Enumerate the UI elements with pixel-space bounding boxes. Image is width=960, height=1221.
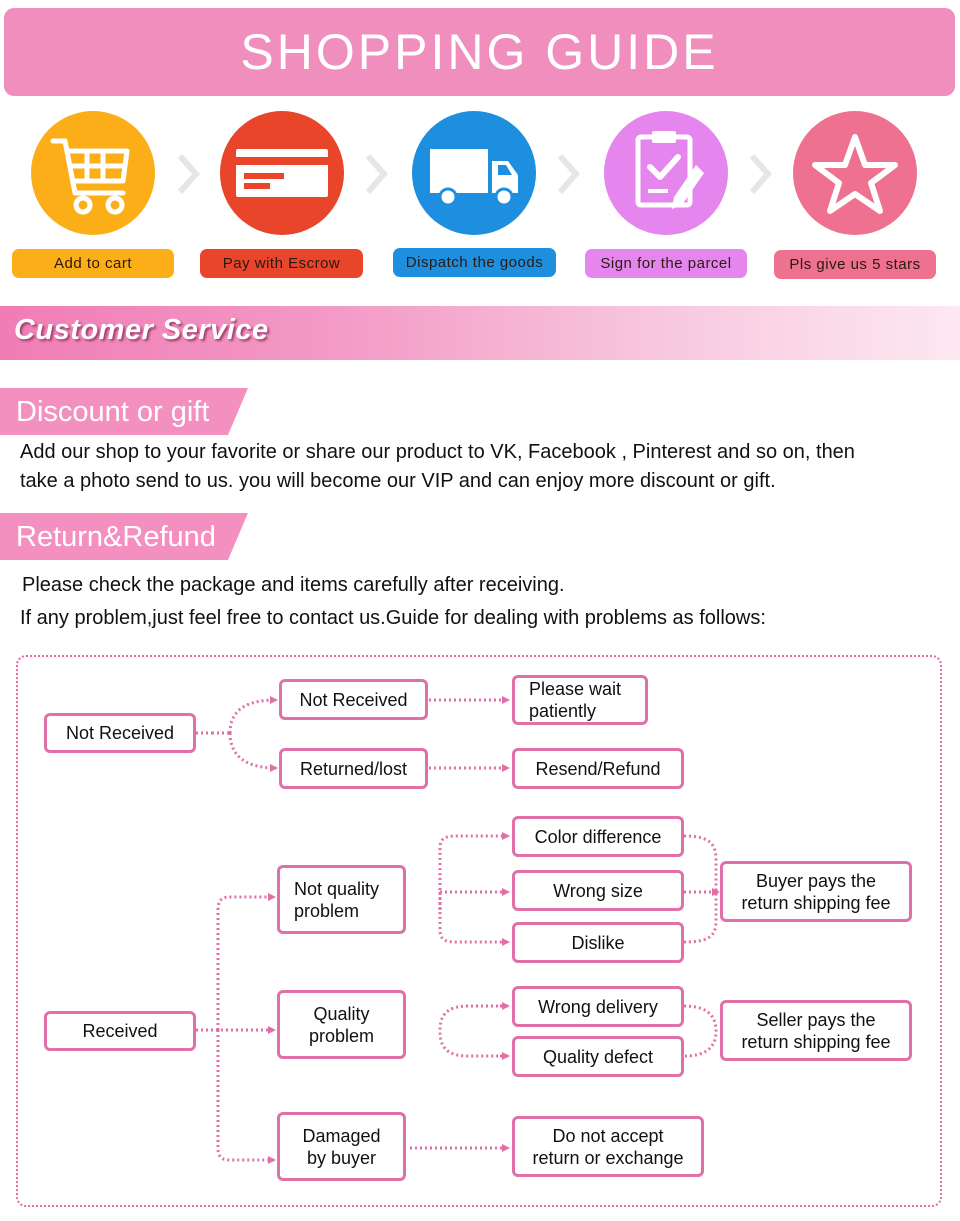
quality-line-1: Quality — [313, 1003, 370, 1024]
step-dispatch-goods — [412, 111, 536, 235]
damaged-line-1: Damaged — [302, 1125, 381, 1146]
step-label-dispatch-goods: Dispatch the goods — [393, 248, 556, 277]
refund-title: Return&Refund — [16, 521, 216, 553]
seller-pays-line-1: Seller pays the — [756, 1009, 876, 1030]
node-quality-defect: Quality defect — [512, 1036, 684, 1077]
node-received: Received — [44, 1011, 196, 1051]
buyer-pays-line-2: return shipping fee — [741, 892, 891, 913]
chevron-right-icon — [177, 154, 200, 194]
refund-text-line-2: If any problem,just feel free to contact… — [20, 607, 766, 629]
chevron-right-icon — [557, 154, 580, 194]
cart-icon — [50, 138, 130, 215]
step-pay-with-escrow — [220, 111, 344, 235]
buyer-pays-line-1: Buyer pays the — [755, 870, 877, 891]
step-add-to-cart — [31, 111, 155, 235]
node-color-difference: Color difference — [512, 816, 684, 857]
star-icon — [812, 134, 898, 214]
discount-section-tab: Discount or gift — [0, 388, 248, 435]
node-wrong-size: Wrong size — [512, 870, 684, 911]
node-returned-lost: Returned/lost — [279, 748, 428, 789]
damaged-line-2: by buyer — [306, 1147, 377, 1168]
refund-section-tab: Return&Refund — [0, 513, 248, 560]
delivery-truck-icon — [430, 149, 518, 207]
step-label-sign-for-parcel: Sign for the parcel — [585, 249, 747, 278]
payment-card-icon — [236, 149, 328, 197]
node-resend-refund: Resend/Refund — [512, 748, 684, 789]
do-not-accept-line-2: return or exchange — [532, 1147, 684, 1168]
clipboard-check-icon — [635, 131, 704, 209]
do-not-accept-line-1: Do not accept — [552, 1125, 664, 1146]
quality-line-2: problem — [308, 1025, 375, 1046]
node-wrong-delivery: Wrong delivery — [512, 986, 684, 1027]
please-wait-line-1: Please wait — [529, 679, 622, 699]
discount-text-line-2: take a photo send to us. you will become… — [20, 470, 776, 492]
seller-pays-line-2: return shipping fee — [741, 1031, 891, 1052]
banner-title: SHOPPING GUIDE — [240, 24, 719, 80]
customer-service-bar: Customer Service — [0, 306, 960, 360]
node-dislike: Dislike — [512, 922, 684, 963]
chevron-right-icon — [749, 154, 772, 194]
node-not-received-sub: Not Received — [279, 679, 428, 720]
not-quality-line-2: problem — [294, 900, 360, 921]
step-label-pay-with-escrow: Pay with Escrow — [200, 249, 363, 278]
customer-service-title: Customer Service — [14, 314, 269, 346]
chevron-right-icon — [365, 154, 388, 194]
shopping-guide-banner: SHOPPING GUIDE — [4, 8, 955, 96]
problem-guide-frame — [16, 655, 942, 1207]
discount-text-line-1: Add our shop to your favorite or share o… — [20, 441, 855, 463]
step-label-add-to-cart: Add to cart — [12, 249, 174, 278]
refund-text-line-1: Please check the package and items caref… — [22, 574, 565, 596]
please-wait-line-2: patiently — [529, 701, 597, 721]
not-quality-line-1: Not quality — [294, 878, 380, 899]
step-sign-for-parcel — [604, 111, 728, 235]
node-not-received: Not Received — [44, 713, 196, 753]
discount-title: Discount or gift — [16, 396, 210, 428]
step-give-five-stars — [793, 111, 917, 235]
step-label-give-five-stars: Pls give us 5 stars — [774, 250, 936, 279]
